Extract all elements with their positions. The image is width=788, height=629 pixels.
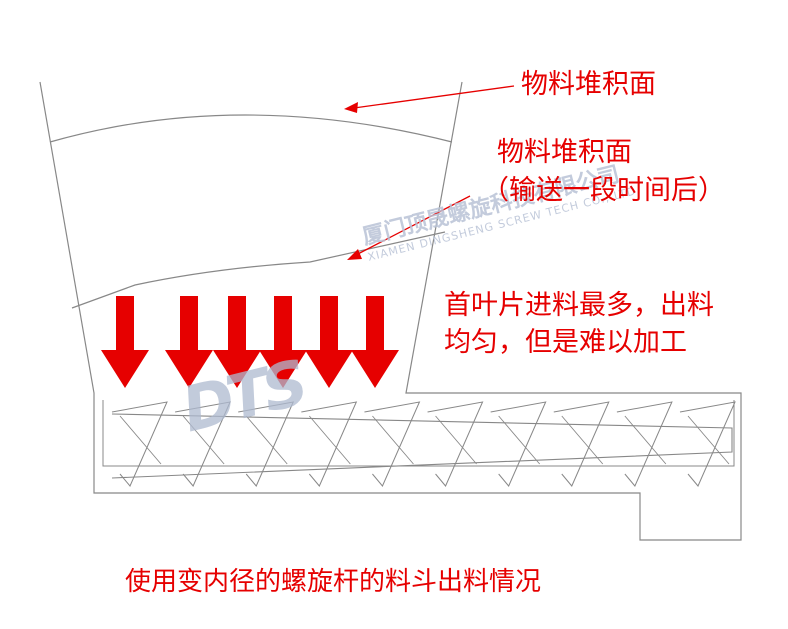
callout-arrowhead-surface-2: [347, 249, 362, 260]
screw-flight-edge: [561, 415, 604, 465]
hopper-outline: [39, 81, 742, 541]
screw-flight-edge: [182, 415, 225, 465]
screw-flight-edge: [624, 415, 667, 465]
feed-down-arrow: [351, 296, 399, 388]
screw-flight-edge: [435, 415, 477, 465]
screw-flight: [553, 401, 610, 487]
callout-arrowhead-surface-1: [344, 102, 358, 113]
label-material-surface: 物料堆积面: [521, 69, 656, 100]
figure-caption: 使用变内径的螺旋杆的料斗出料情况: [125, 567, 542, 597]
screw-flight: [301, 401, 358, 487]
feed-down-arrow: [101, 296, 149, 388]
screw-flight: [427, 401, 484, 487]
material-surface-initial: [49, 114, 453, 143]
feed-down-arrow: [165, 296, 213, 388]
screw-flight: [616, 401, 673, 487]
callout-arrow-surface-1: [353, 85, 515, 109]
label-material-surface-later: 物料堆积面: [497, 137, 632, 168]
label-first-blade-note-line2: 均匀，但是难以加工: [444, 327, 687, 358]
screw-flight-edge: [372, 415, 414, 465]
feed-arrows: [101, 296, 399, 388]
feed-down-arrow: [305, 296, 353, 388]
label-first-blade-note-line1: 首叶片进料最多，出料: [444, 290, 714, 321]
screw-flight-edge: [119, 415, 162, 465]
material-surface-later: [71, 231, 446, 309]
screw-flight: [111, 401, 168, 487]
screw-shaft-outline: [111, 413, 733, 479]
feed-down-arrow: [259, 296, 307, 388]
screw-flight: [679, 401, 736, 487]
screw-flight: [364, 401, 421, 487]
label-after-conveying-note: （输送一段时间后）: [482, 175, 725, 206]
screw-shaft: [111, 401, 736, 487]
screw-flight: [490, 401, 547, 487]
trough-inner-line: [102, 400, 735, 467]
screw-flight-edge: [308, 415, 351, 465]
screw-flight: [238, 401, 295, 487]
callout-arrow-surface-2: [355, 195, 471, 256]
screw-flight-edge: [498, 415, 541, 465]
screw-flight: [175, 401, 231, 487]
screw-flight-edge: [245, 415, 288, 465]
feed-down-arrow: [213, 296, 261, 388]
screw-flight-edge: [687, 415, 730, 465]
